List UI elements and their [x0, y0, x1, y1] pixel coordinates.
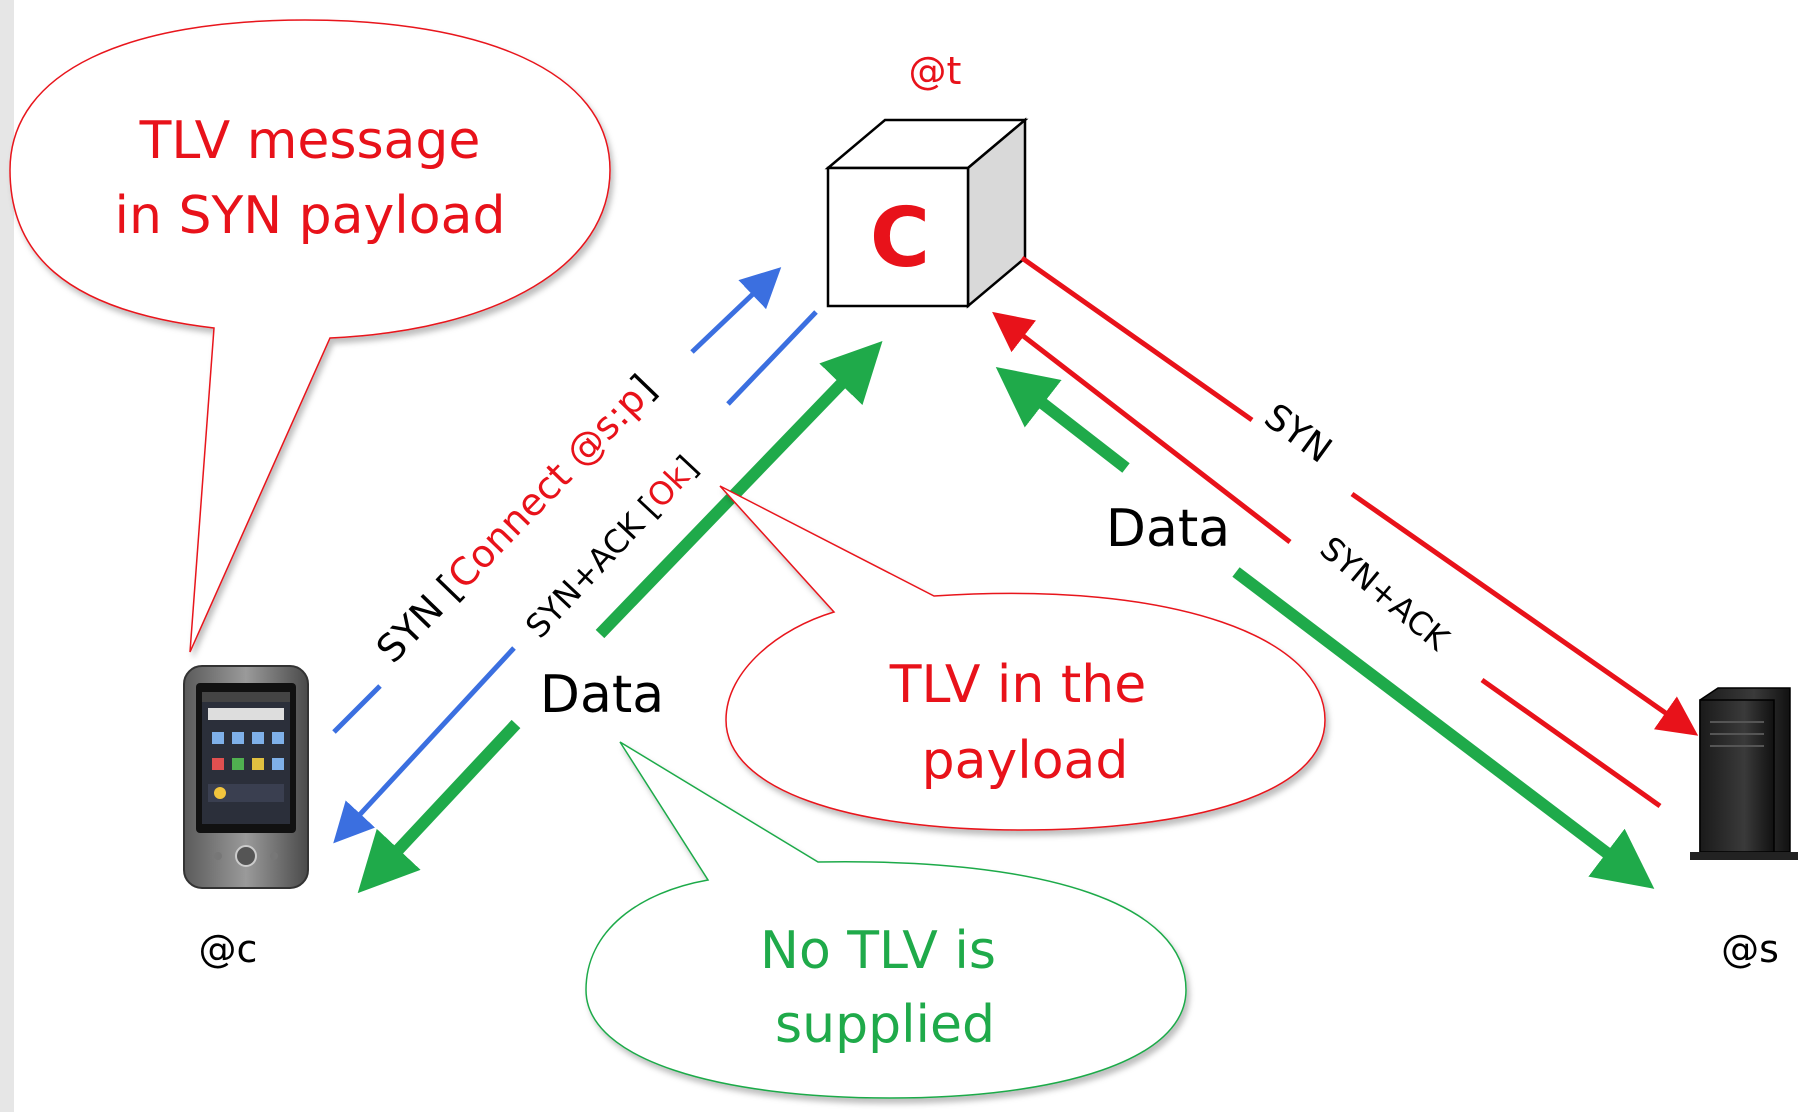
converter-letter: C — [870, 191, 930, 286]
server-syn-arrow — [1020, 255, 1699, 736]
converter-address: @t — [909, 49, 962, 93]
server-data-arrow-down — [1232, 567, 1655, 889]
callout-tlv-in-payload — [719, 485, 1326, 831]
server-data-label: Data — [1106, 499, 1230, 559]
callout-no-tlv-line1: No TLV is — [760, 921, 996, 981]
server-syn-label: SYN — [1257, 396, 1339, 471]
client-data-arrow-down — [357, 719, 521, 894]
server-address: @s — [1721, 927, 1779, 971]
left-edge-bar — [0, 0, 14, 1112]
client-data-label: Data — [540, 665, 664, 725]
server-tower-icon — [1690, 687, 1798, 860]
client-synack-arrow — [333, 310, 818, 844]
server-data-arrow-up — [995, 366, 1130, 473]
callout-no-tlv — [585, 741, 1187, 1099]
callout-tlv-in-syn-line2: in SYN payload — [115, 186, 506, 246]
client-address: @c — [199, 927, 258, 971]
callout-tlv-in-payload-line1: TLV in the — [889, 655, 1146, 715]
callout-no-tlv-line2: supplied — [775, 995, 995, 1055]
callout-tlv-in-payload-line2: payload — [922, 731, 1129, 791]
callout-tlv-in-syn-line1: TLV message — [139, 111, 481, 171]
callout-tlv-in-syn — [9, 19, 611, 653]
converter-box-icon — [824, 117, 1029, 309]
server-synack-arrow — [992, 311, 1662, 809]
client-syn-arrow — [332, 267, 782, 734]
smartphone-icon — [183, 665, 309, 889]
